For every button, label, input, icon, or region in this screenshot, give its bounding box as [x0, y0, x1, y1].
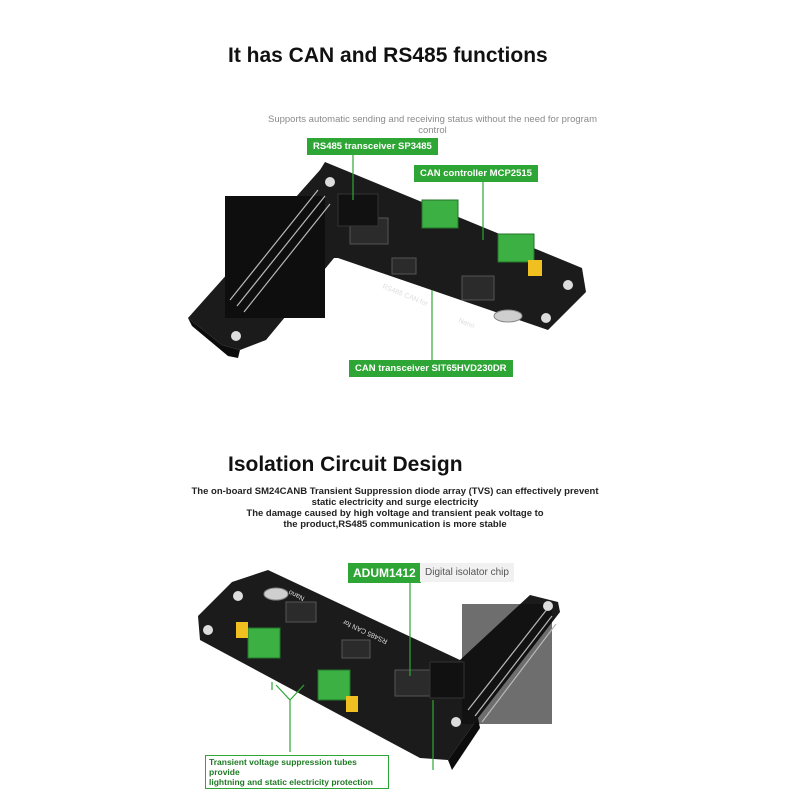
- jumper-bottom-2: [346, 696, 358, 712]
- chip-sit65hvd230dr: [391, 257, 417, 275]
- mount-hole: [233, 591, 243, 601]
- mount-hole: [541, 313, 551, 323]
- silk-text-top-2: Nano: [457, 317, 475, 330]
- connector-block-top: [337, 193, 379, 227]
- chip-bottom-b: [341, 639, 371, 659]
- mount-hole: [543, 601, 553, 611]
- pcb-board-bottom: [198, 570, 560, 770]
- terminal-block-bottom-1: [247, 627, 281, 659]
- terminal-block-top-2: [497, 233, 535, 263]
- jumper-bottom-1: [236, 622, 248, 638]
- section2-description: The on-board SM24CANB Transient Suppress…: [191, 486, 599, 530]
- section2-title: Isolation Circuit Design: [228, 453, 463, 476]
- silk-text-top-1: RS485 CAN for: [381, 283, 429, 308]
- connector-block-bottom: [429, 661, 465, 699]
- callout-rs485-transceiver: RS485 transceiver SP3485: [307, 138, 438, 155]
- mount-hole: [231, 331, 241, 341]
- pcb-board-top: [188, 162, 586, 358]
- leader-lines-top: [352, 154, 484, 360]
- leader-lines-bottom: [271, 580, 434, 770]
- mount-hole: [451, 717, 461, 727]
- callout-tvs: Transient voltage suppression tubes prov…: [205, 755, 389, 789]
- pins-top: [229, 189, 331, 313]
- callout-can-controller: CAN controller MCP2515: [414, 165, 538, 182]
- mount-hole: [203, 625, 213, 635]
- chip-adum1412: [394, 669, 432, 697]
- section1-title: It has CAN and RS485 functions: [228, 44, 548, 67]
- crystal-bottom: [263, 587, 289, 601]
- jumper-top: [528, 260, 542, 276]
- chip-mcp2515: [461, 275, 495, 301]
- callout-adum1412-desc: Digital isolator chip: [420, 563, 514, 582]
- section1-subtitle: Supports automatic sending and receiving…: [268, 114, 597, 136]
- mount-hole: [325, 177, 335, 187]
- terminal-block-bottom-2: [317, 669, 351, 701]
- pin-header-bottom: [462, 604, 552, 724]
- crystal-top: [493, 309, 523, 323]
- callout-adum1412: ADUM1412: [348, 563, 421, 583]
- chip-bottom-a: [285, 601, 317, 623]
- terminal-block-top-1: [421, 199, 459, 229]
- mount-hole: [563, 280, 573, 290]
- callout-can-transceiver: CAN transceiver SIT65HVD230DR: [349, 360, 513, 377]
- pins-bottom: [467, 607, 557, 723]
